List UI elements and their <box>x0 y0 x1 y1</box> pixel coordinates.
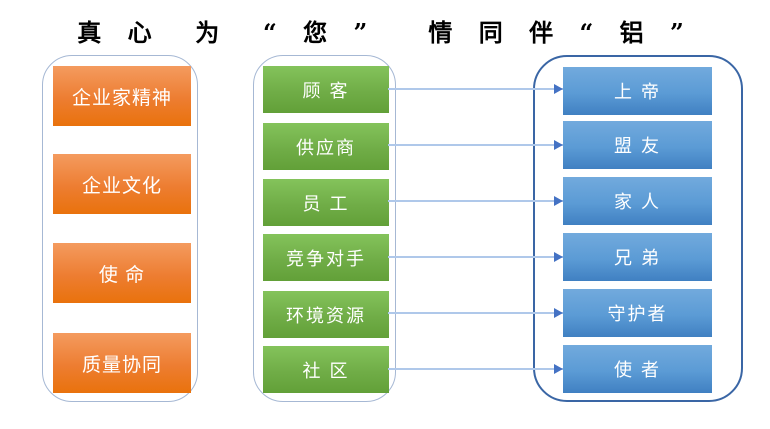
diagram-title: 真 心 为 “ 您 ” 情 同 伴 “ 铝 ” <box>77 18 693 47</box>
value-box-corporate-culture: 企业文化 <box>53 154 191 214</box>
panel-stakeholders: 顾 客 供应商 员 工 竞争对手 环境资源 社 区 <box>253 55 396 402</box>
value-box-quality-synergy: 质量协同 <box>53 333 191 393</box>
panel-roles: 上 帝 盟 友 家 人 兄 弟 守护者 使 者 <box>533 55 743 402</box>
value-box-entrepreneur-spirit: 企业家精神 <box>53 66 191 126</box>
role-box-ally: 盟 友 <box>563 121 712 169</box>
stakeholder-box-community: 社 区 <box>263 346 389 393</box>
role-box-god: 上 帝 <box>563 67 712 115</box>
stakeholder-box-competitor: 竞争对手 <box>263 234 389 281</box>
connector-arrow-employee-family <box>388 196 563 206</box>
stakeholder-box-customer: 顾 客 <box>263 66 389 113</box>
stakeholder-box-supplier: 供应商 <box>263 123 389 170</box>
role-box-guardian: 守护者 <box>563 289 712 337</box>
connector-arrow-environment-guardian <box>388 308 563 318</box>
panel-values: 企业家精神 企业文化 使 命 质量协同 <box>42 55 198 402</box>
role-box-family: 家 人 <box>563 177 712 225</box>
stakeholder-box-environment: 环境资源 <box>263 291 389 338</box>
connector-arrow-supplier-ally <box>388 140 563 150</box>
connector-arrow-community-messenger <box>388 364 563 374</box>
connector-arrow-customer-god <box>388 84 563 94</box>
stakeholder-box-employee: 员 工 <box>263 179 389 226</box>
connector-arrow-competitor-brother <box>388 252 563 262</box>
role-box-messenger: 使 者 <box>563 345 712 393</box>
role-box-brother: 兄 弟 <box>563 233 712 281</box>
value-box-mission: 使 命 <box>53 243 191 303</box>
